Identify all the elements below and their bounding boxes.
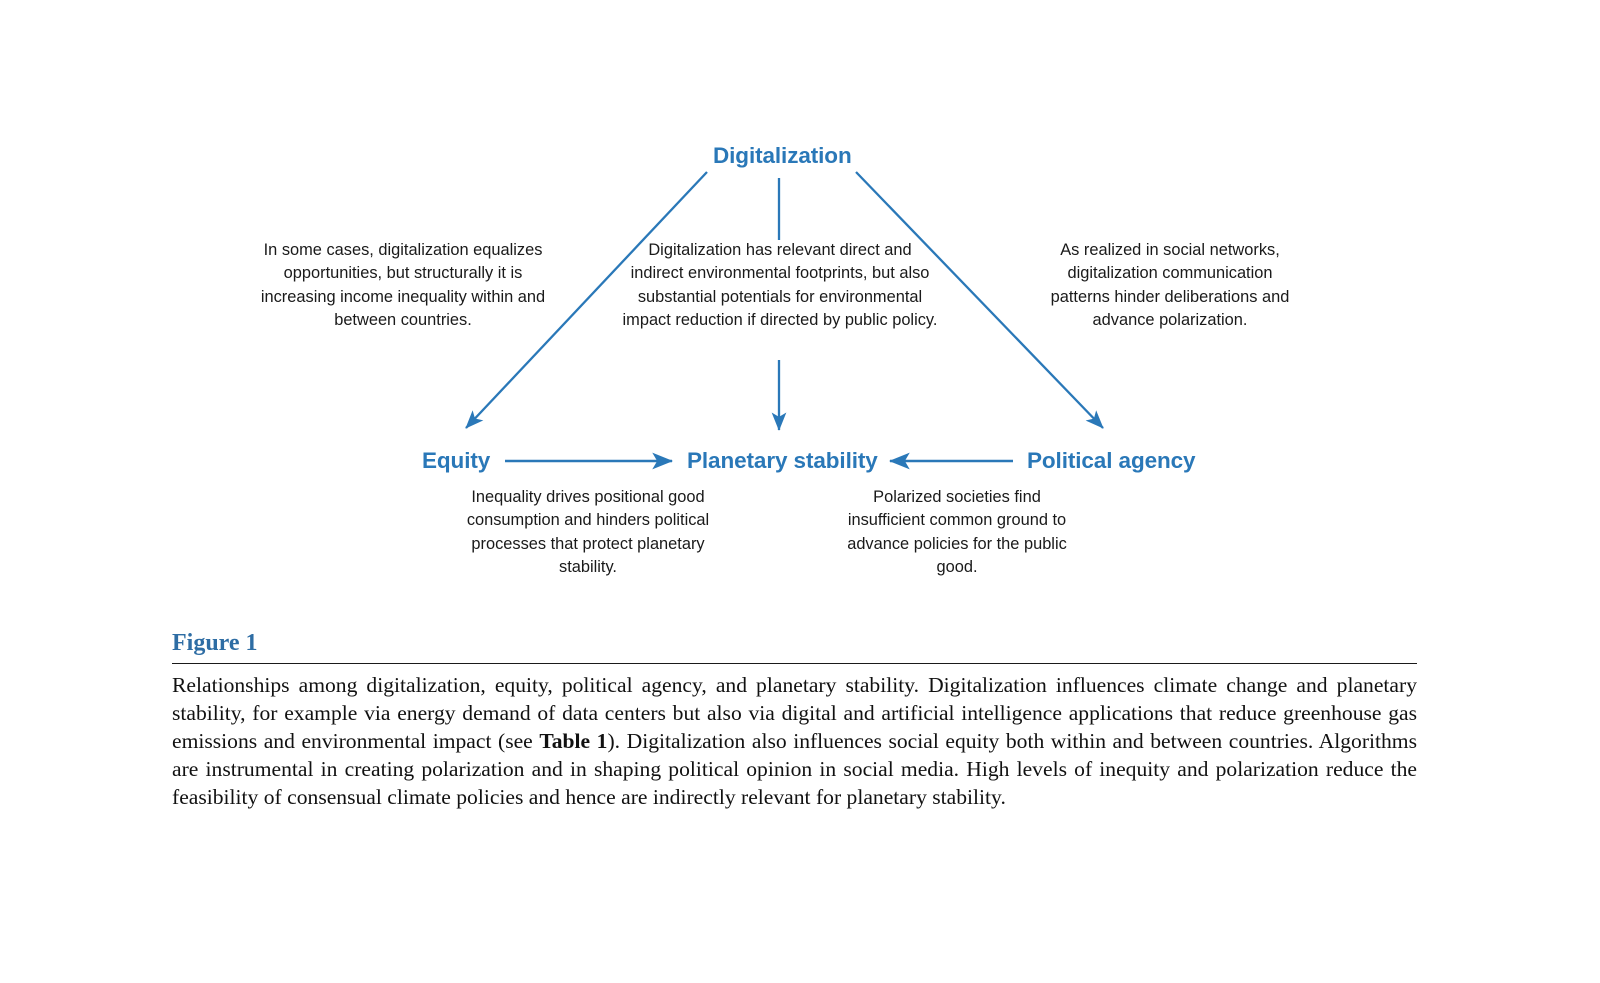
figure-caption-block: Figure 1 Relationships among digitalizat… (172, 630, 1417, 811)
arrow-digitalization-to-equity (465, 171, 708, 429)
edge-label-digitalization-to-equity: In some cases, digitalization equalizes … (260, 241, 546, 329)
caption-tail: ). Digitalization also influences social… (172, 728, 1418, 809)
node-equity[interactable]: Equity (422, 448, 491, 473)
node-planetary-stability[interactable]: Planetary stability (687, 448, 878, 473)
edge-label-digitalization-to-planetary-stability: Digitalization has relevant direct and i… (622, 241, 938, 329)
edge-label-political-agency-to-planetary-stability: Polarized societies find insufficient co… (847, 488, 1067, 576)
caption-table-reference[interactable]: Table 1 (539, 728, 608, 753)
figure-number-label: Figure 1 (172, 630, 258, 656)
relationship-diagram: Digitalization Equity Planetary stabilit… (260, 143, 1290, 576)
node-political-agency[interactable]: Political agency (1027, 448, 1196, 473)
caption-lead: Relationships among digitalization, equi… (172, 672, 1417, 753)
diagram-arrows-layer (465, 171, 1104, 470)
edge-label-equity-to-planetary-stability: Inequality drives positional good consum… (466, 488, 710, 576)
node-digitalization[interactable]: Digitalization (713, 143, 852, 168)
caption-divider (172, 662, 1417, 664)
arrow-digitalization-to-political-agency (855, 171, 1104, 429)
figure-caption-text: Relationships among digitalization, equi… (172, 671, 1417, 811)
edge-label-digitalization-to-political-agency: As realized in social networks, digitali… (1050, 241, 1290, 329)
